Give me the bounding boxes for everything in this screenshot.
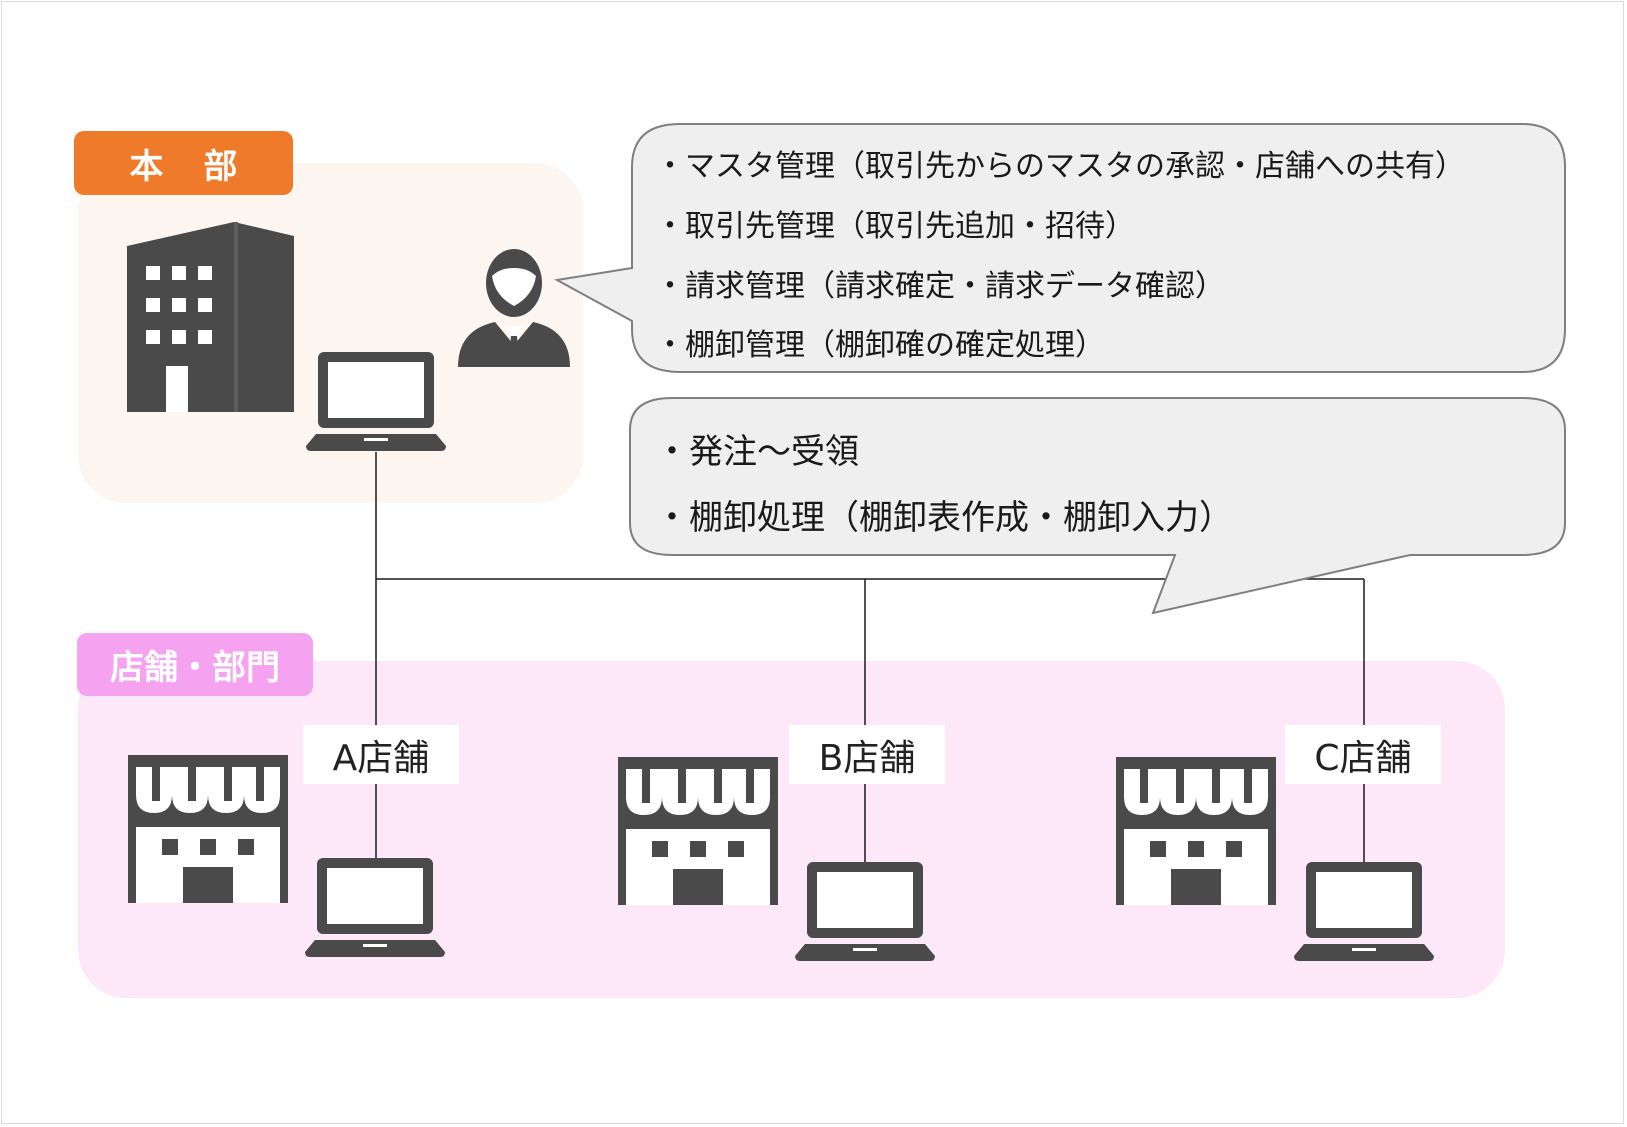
store-b-label: B店舗 [789,725,945,784]
stores-tag: 店舗・部門 [77,633,313,696]
store-a-label: A店舗 [303,725,459,784]
store-bubble-item: ・発注～受領 [655,432,859,472]
store-c-laptop-icon [1294,862,1434,961]
hq-bubble-item: ・請求管理（請求確定・請求データ確認） [655,269,1225,304]
store-a-shop-icon [128,755,288,903]
hq-speech-bubble [553,123,1566,373]
office-building-icon [127,222,294,412]
hq-laptop-icon [306,352,446,451]
stores-tag-label: 店舗・部門 [110,648,280,688]
store-a-laptop-icon [305,858,445,957]
store-bubble-item: ・棚卸処理（棚卸表作成・棚卸入力） [655,498,1233,538]
store-speech-bubble [629,397,1566,615]
hq-bubble-item: ・マスタ管理（取引先からのマスタの承認・店舗への共有） [655,149,1465,184]
hq-bubble-item: ・棚卸管理（棚卸確の確定処理） [655,328,1105,363]
store-b-laptop-icon [795,862,935,961]
hq-bubble-item: ・取引先管理（取引先追加・招待） [655,209,1135,244]
headquarters-tag-label: 本部 [129,146,278,187]
store-c-shop-icon [1116,757,1276,905]
headquarters-tag: 本部 [74,131,293,195]
businessman-icon [458,249,570,367]
store-b-shop-icon [618,757,778,905]
store-c-label: C店舗 [1285,725,1441,784]
